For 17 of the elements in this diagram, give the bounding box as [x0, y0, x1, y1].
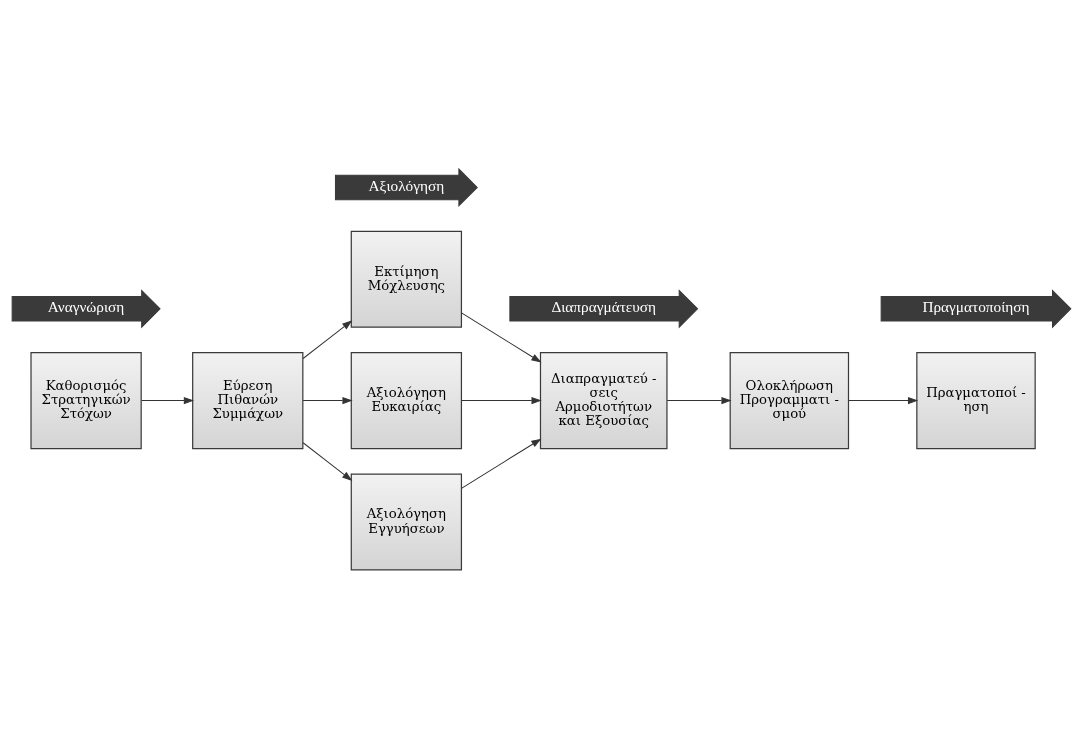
node-box: Αξιολόγηση Ευκαιρίας	[350, 352, 463, 450]
arrow	[461, 397, 542, 405]
node-box: Εύρεση Πιθανών Συμμάχων	[192, 352, 304, 450]
arrow	[302, 397, 353, 405]
arrow	[141, 397, 195, 405]
node-box: Πραγματοποί - ηση	[916, 352, 1036, 450]
arrow	[848, 397, 919, 405]
node-box: Αξιολόγηση Εγγυήσεων	[350, 473, 463, 571]
arrow	[666, 397, 732, 405]
node-box: Εκτίμηση Μόχλευσης	[350, 230, 463, 328]
node-box: Διαπραγματεύ - σεις Αρμοδιοτήτων και Εξουσίας	[539, 352, 668, 450]
arrow	[302, 442, 353, 481]
arrow	[461, 312, 542, 363]
node-box: Καθορισμός Στρατηγικών Στόχων	[30, 352, 142, 450]
arrow	[461, 438, 542, 489]
arrow	[302, 320, 353, 359]
node-box: Ολοκλήρωση Προγραμματι - σμού	[729, 352, 850, 450]
